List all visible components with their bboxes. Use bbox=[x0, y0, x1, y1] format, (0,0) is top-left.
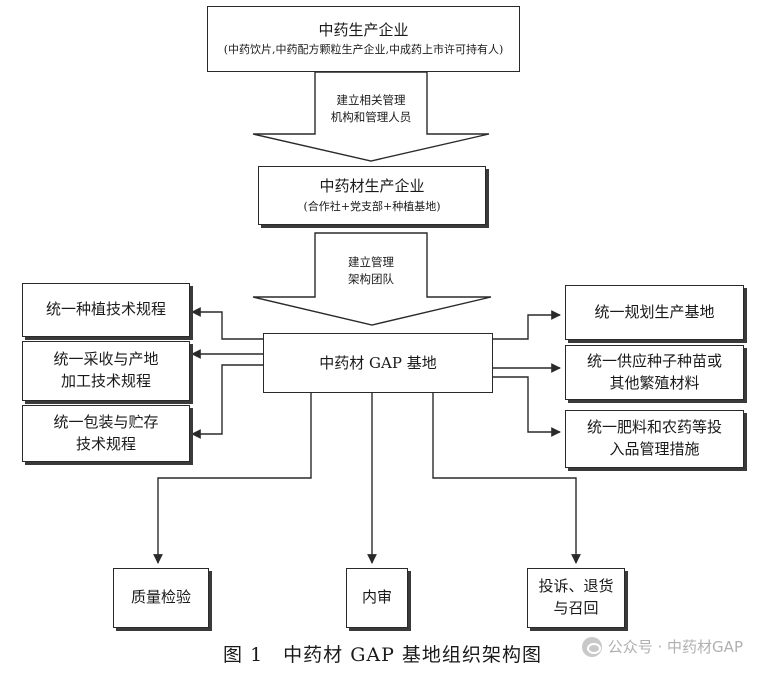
node-line1: 质量检验 bbox=[130, 588, 191, 607]
watermark: 公众号 · 中药材GAP bbox=[581, 636, 743, 657]
node-right-plan-base: 统一规划生产基地 bbox=[565, 285, 744, 340]
node-right-input-management: 统一肥料和农药等投 入品管理措施 bbox=[565, 410, 744, 468]
arrow-one-line2: 机构和管理人员 bbox=[330, 110, 412, 125]
node-line2: 与召回 bbox=[553, 599, 599, 617]
node-gap-base: 中药材 GAP 基地 bbox=[263, 333, 493, 393]
arrow-two-line1: 建立管理 bbox=[348, 255, 394, 269]
arrow-two-line2: 架构团队 bbox=[348, 272, 394, 287]
wechat-icon bbox=[581, 636, 602, 657]
node-line2: 加工技术规程 bbox=[60, 372, 151, 390]
node-line1: 统一规划生产基地 bbox=[594, 302, 715, 321]
node-herbal-medicine-enterprise: 中药生产企业 (中药饮片,中药配方颗粒生产企业,中成药上市许可持有人) bbox=[207, 6, 520, 72]
node-line1: 统一包装与贮存 bbox=[53, 412, 159, 431]
node-bottom-internal-audit: 内审 bbox=[346, 568, 408, 628]
node-title: 中药材生产企业 bbox=[319, 177, 425, 196]
node-herb-production-enterprise: 中药材生产企业 (合作社+党支部+种植基地) bbox=[258, 166, 486, 225]
connector-left-3 bbox=[191, 364, 263, 439]
node-subtitle: (合作社+党支部+种植基地) bbox=[303, 199, 441, 213]
node-right-seed-supply: 统一供应种子种苗或 其他繁殖材料 bbox=[565, 345, 744, 400]
node-line2: 其他繁殖材料 bbox=[609, 373, 700, 392]
node-line1: 统一种植技术规程 bbox=[45, 300, 166, 319]
node-title: 中药材 GAP 基地 bbox=[319, 353, 437, 372]
node-line1: 统一肥料和农药等投 bbox=[586, 418, 722, 437]
arrow-one-line1: 建立相关管理 bbox=[336, 93, 406, 107]
node-line1: 内审 bbox=[361, 588, 392, 607]
arrow-one-label: 建立相关管理 机构和管理人员 bbox=[311, 92, 431, 127]
node-bottom-complaint-recall: 投诉、退货 与召回 bbox=[527, 568, 625, 628]
connector-left-1 bbox=[191, 307, 263, 340]
node-line2: 技术规程 bbox=[75, 434, 136, 453]
connector-bottom-1 bbox=[153, 393, 312, 564]
node-line1: 投诉、退货 bbox=[538, 577, 614, 596]
hollow-arrow-2 bbox=[252, 232, 492, 326]
figure-caption: 图 1 中药材 GAP 基地组织架构图 bbox=[223, 644, 542, 666]
arrow-two-label: 建立管理 架构团队 bbox=[311, 254, 431, 289]
node-bottom-quality-inspection: 质量检验 bbox=[113, 568, 209, 628]
connector-right-1 bbox=[493, 310, 561, 340]
node-line2: 入品管理措施 bbox=[609, 440, 700, 458]
node-title: 中药生产企业 bbox=[318, 20, 409, 39]
node-subtitle: (中药饮片,中药配方颗粒生产企业,中成药上市许可持有人) bbox=[223, 43, 504, 57]
hollow-arrow-1 bbox=[252, 71, 490, 162]
connector-right-3 bbox=[493, 376, 561, 437]
node-left-packaging-rules: 统一包装与贮存 技术规程 bbox=[22, 405, 190, 462]
node-line1: 统一采收与产地 bbox=[53, 350, 159, 369]
node-line1: 统一供应种子种苗或 bbox=[586, 351, 722, 370]
watermark-text: 公众号 · 中药材GAP bbox=[607, 638, 743, 656]
node-left-planting-rules: 统一种植技术规程 bbox=[22, 283, 190, 337]
node-left-harvest-rules: 统一采收与产地 加工技术规程 bbox=[22, 341, 190, 401]
connector-bottom-3 bbox=[432, 393, 581, 564]
